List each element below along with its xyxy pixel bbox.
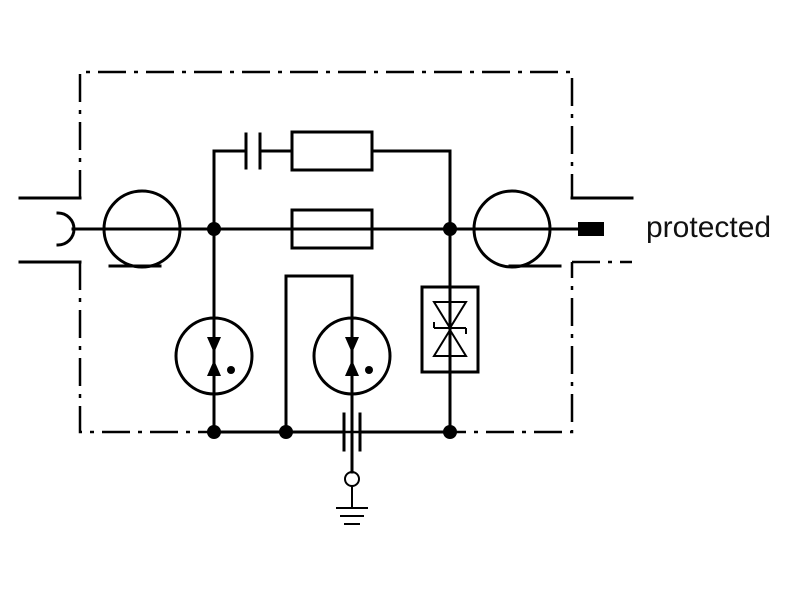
input-choke	[102, 189, 182, 269]
enclosure-boundary	[18, 70, 634, 434]
output-label: protected	[646, 211, 772, 244]
ground-terminal	[336, 430, 368, 525]
junction-nodes	[207, 222, 457, 439]
upper-rc-branch	[212, 130, 452, 231]
tvs-diode	[420, 227, 480, 434]
gas-discharge-tube-center	[284, 274, 392, 434]
output-choke	[472, 189, 562, 269]
series-resistor	[290, 208, 374, 250]
gas-discharge-tube-left	[174, 227, 254, 434]
output-connector-plug	[578, 222, 604, 236]
ground-bus	[212, 412, 452, 452]
